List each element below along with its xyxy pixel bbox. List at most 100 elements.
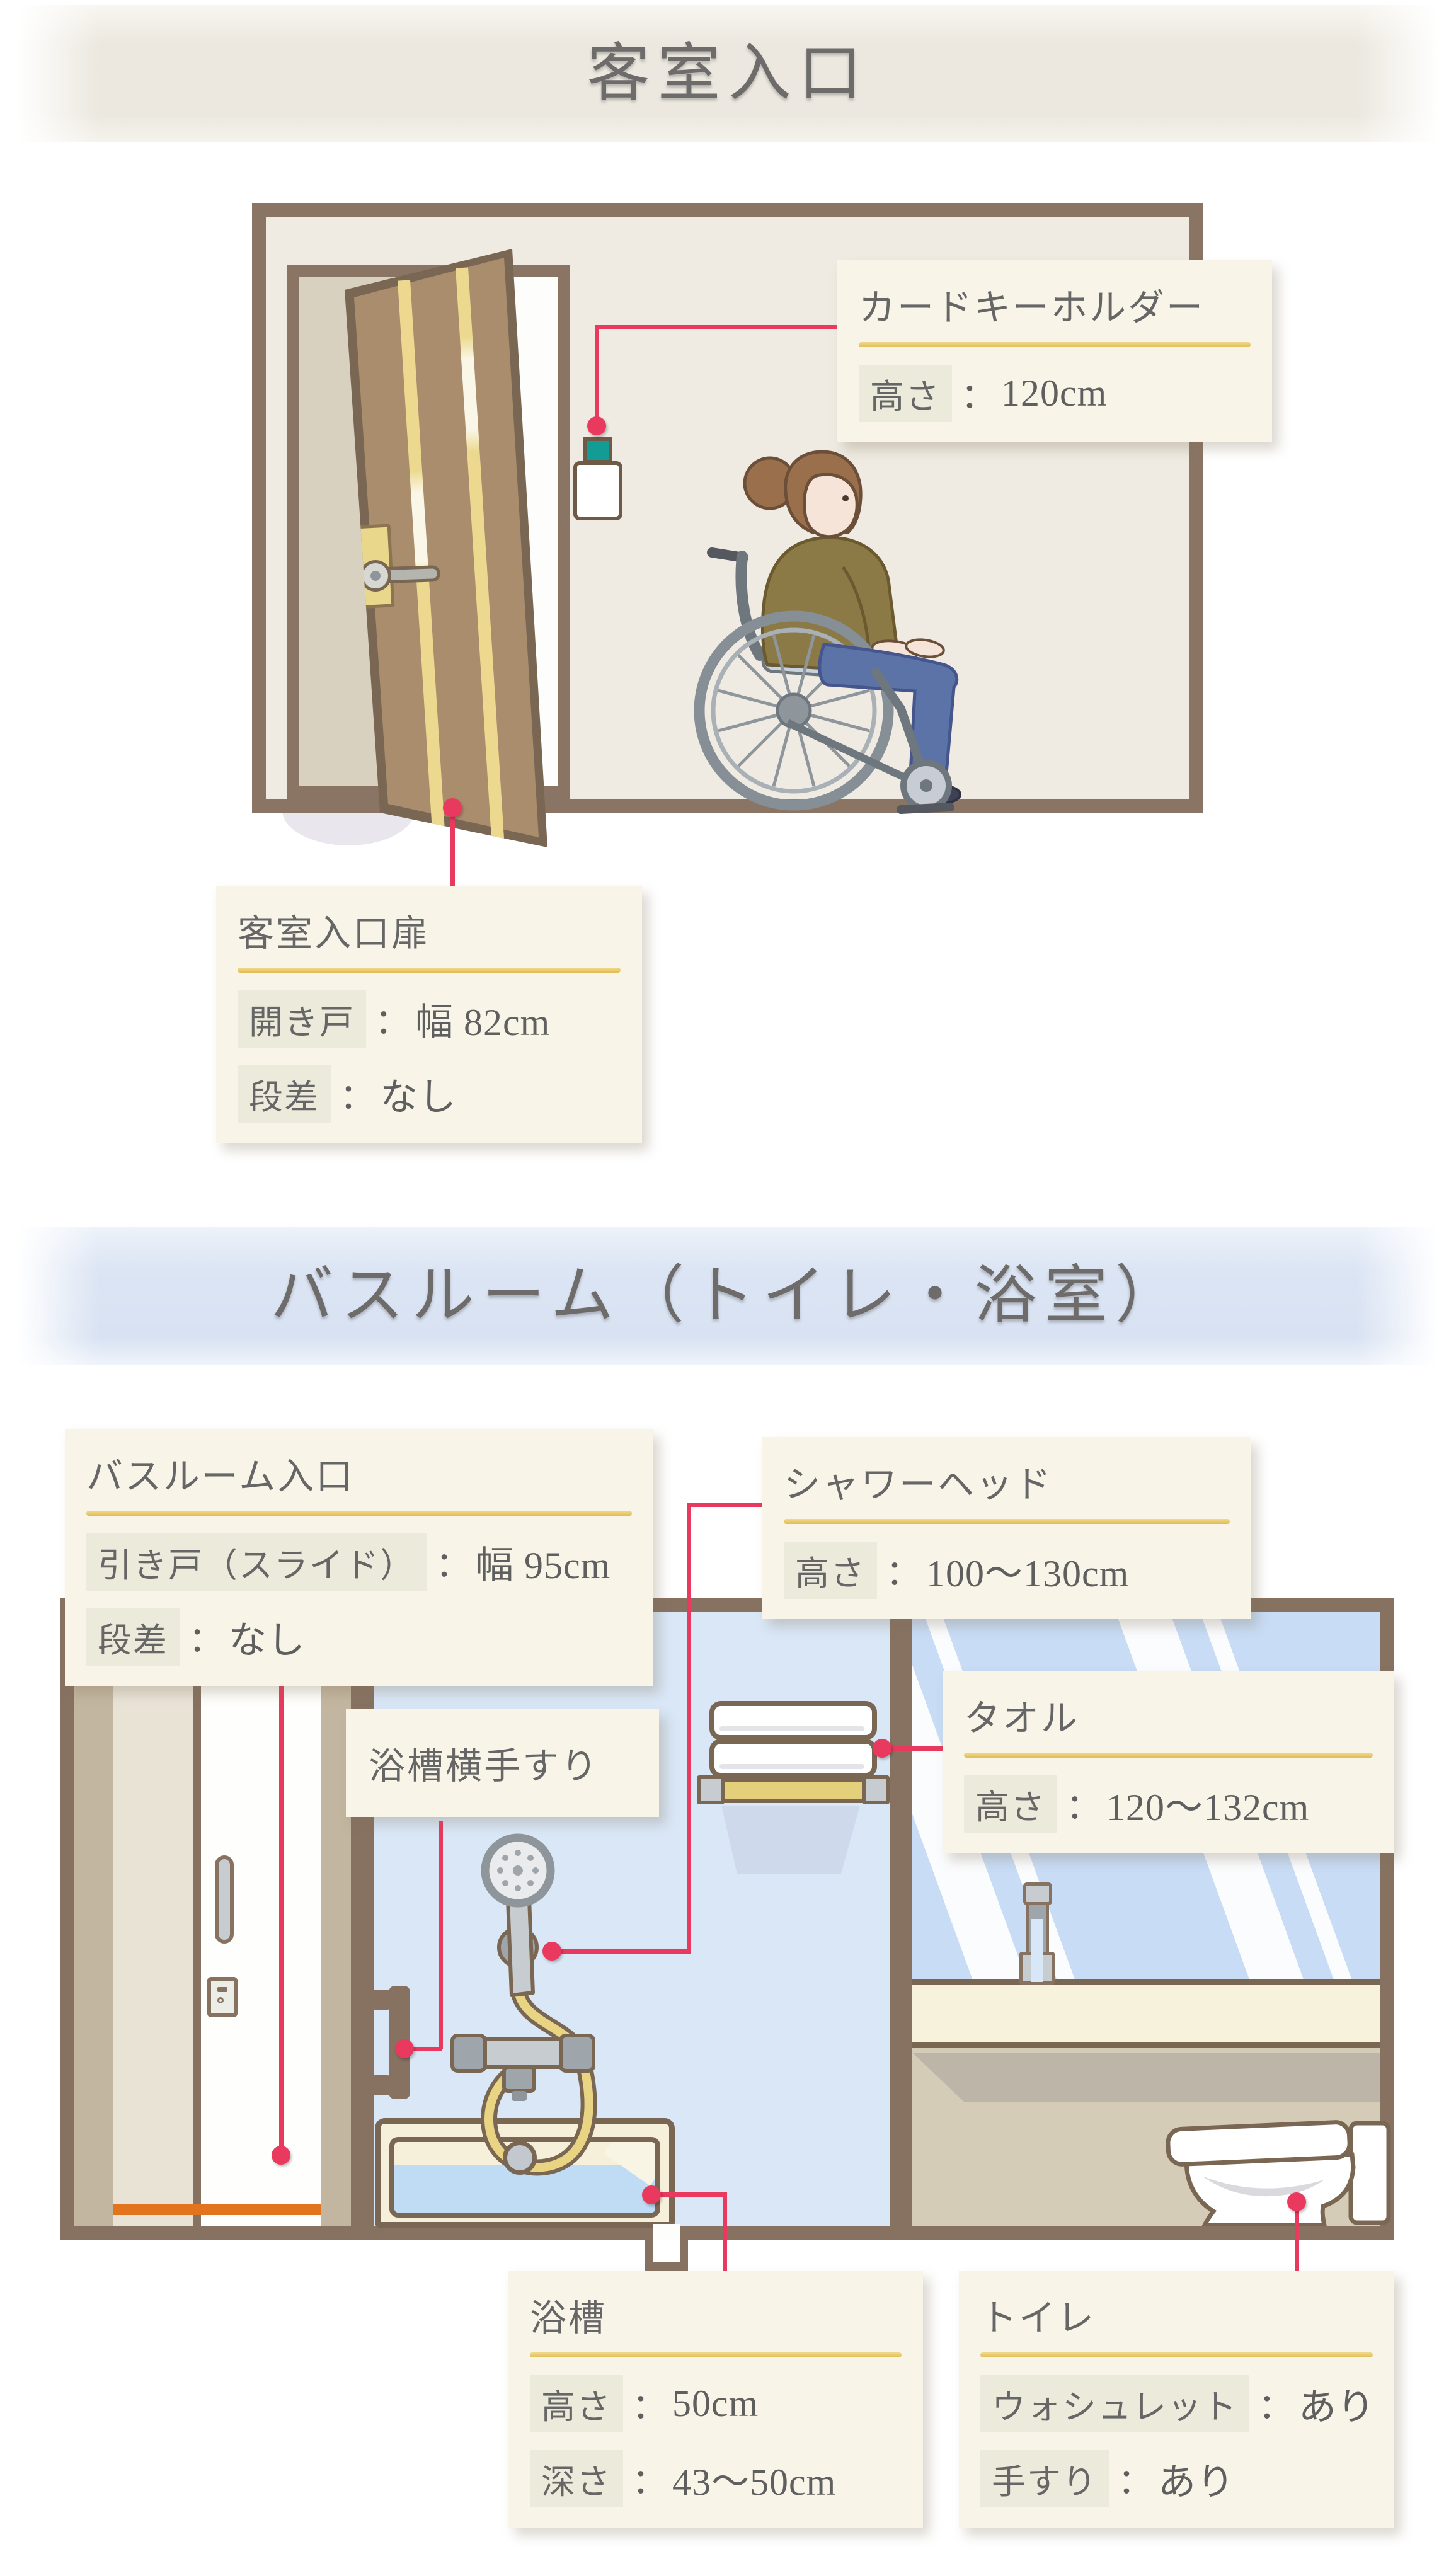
divider <box>859 342 1251 347</box>
leader-line <box>723 2192 727 2273</box>
leader-line <box>650 2192 727 2197</box>
divider <box>238 968 621 973</box>
shower-head-nozzles <box>497 1850 539 1891</box>
label-title: 浴槽横手すり <box>369 1746 600 1787</box>
section1-header-band: 客室入口 <box>18 5 1438 142</box>
leader-line <box>595 325 599 423</box>
leader-line <box>439 1821 443 2049</box>
faucet-head <box>1023 1882 1052 1905</box>
person-arm <box>841 566 871 656</box>
label-title: タオル <box>964 1698 1080 1739</box>
leader-line <box>881 1746 946 1751</box>
person-face <box>803 473 859 539</box>
colon: ： <box>1066 1788 1101 1827</box>
sink-counter <box>912 1985 1380 2048</box>
toilet-bowl-shadow <box>1202 2176 1324 2197</box>
spec-key: ウォシュレット <box>980 2375 1249 2432</box>
spec-value: 50cm <box>672 2383 759 2424</box>
wheelchair-lower-frame <box>786 719 919 787</box>
door-frame-line <box>193 1612 201 2226</box>
leader-line <box>450 806 455 888</box>
wall-column <box>351 1612 374 2226</box>
mixer-knob-right <box>559 2034 595 2073</box>
bathroom-wall-tan <box>321 1612 351 2226</box>
mixer-spout <box>512 2091 527 2101</box>
leader-dot <box>873 1739 891 1758</box>
label-box-shower-head: シャワーヘッド 高さ ： 100〜130cm <box>762 1437 1251 1619</box>
divider <box>530 2352 902 2357</box>
spec-key: 高さ <box>784 1542 877 1599</box>
label-box-card-key-holder: カードキーホルダー 高さ ： 120cm <box>837 260 1272 442</box>
label-title: 客室入口扉 <box>238 913 430 954</box>
shower-handle <box>506 1898 535 1997</box>
label-title: トイレ <box>980 2298 1096 2339</box>
mixer-valve <box>502 2065 536 2093</box>
leader-dot <box>587 416 606 435</box>
wheel-rim <box>711 627 877 794</box>
person-torso <box>760 536 898 674</box>
spec-value: 43〜50cm <box>672 2461 837 2503</box>
label-title: カードキーホルダー <box>859 287 1205 328</box>
colon: ： <box>435 1546 471 1585</box>
section2-title: バスルーム（トイレ・浴室） <box>270 1261 1186 1331</box>
counter-shadow <box>912 2053 1380 2102</box>
towel <box>709 1739 877 1778</box>
towel <box>709 1701 877 1740</box>
leader-dot <box>642 2185 661 2204</box>
colon: ： <box>632 2463 667 2502</box>
spec-value: 120〜132cm <box>1106 1787 1310 1828</box>
colon: ： <box>1258 2388 1293 2427</box>
toilet <box>1166 2120 1391 2226</box>
grab-bar-mount <box>372 1990 390 2010</box>
spec-row: 引き戸（スライド） ： 幅 95cm <box>86 1533 632 1591</box>
spec-row: 高さ ： 100〜130cm <box>784 1542 1230 1599</box>
section1-title: 客室入口 <box>587 38 869 108</box>
toilet-tank <box>1348 2121 1391 2225</box>
label-box-bathroom-entrance: バスルーム入口 引き戸（スライド） ： 幅 95cm 段差 ： なし <box>65 1429 653 1686</box>
mixer-knob-left <box>450 2034 487 2073</box>
spec-key: 開き戸 <box>238 990 366 1048</box>
leader-line <box>1295 2202 1299 2274</box>
leader-line <box>595 325 840 329</box>
wheelchair-user-illustration <box>694 450 961 814</box>
divider <box>784 1519 1230 1524</box>
label-title: シャワーヘッド <box>784 1464 1053 1505</box>
spec-value: なし <box>229 1620 306 1661</box>
leader-dot <box>542 1942 561 1961</box>
colon: ： <box>188 1621 224 1660</box>
leader-dot <box>272 2146 290 2165</box>
label-title: 浴槽 <box>530 2298 607 2339</box>
guest-room-door <box>337 243 554 857</box>
divider <box>86 1511 632 1516</box>
spec-row: 段差 ： なし <box>238 1065 621 1123</box>
spec-key: 高さ <box>964 1775 1057 1833</box>
spec-row: ウォシュレット ： あり <box>980 2375 1375 2432</box>
colon: ： <box>1118 2463 1153 2502</box>
leader-line <box>403 2047 442 2051</box>
divider <box>980 2352 1373 2357</box>
spec-value: 幅 82cm <box>415 1002 551 1043</box>
spec-value: あり <box>1298 2386 1375 2428</box>
label-box-towel: タオル 高さ ： 120〜132cm <box>943 1671 1394 1853</box>
wheel-tire <box>694 610 894 811</box>
wheelchair-front-frame <box>871 668 929 782</box>
card-key-holder <box>573 461 622 520</box>
spec-key: 手すり <box>980 2450 1109 2507</box>
spec-row: 手すり ： あり <box>980 2450 1373 2507</box>
grab-bar-mount <box>372 2075 390 2095</box>
bathroom-wall-tan <box>74 1612 113 2226</box>
door-outline <box>345 249 547 847</box>
shelf-bracket <box>862 1775 890 1804</box>
spec-key: 高さ <box>530 2375 623 2432</box>
spec-row: 高さ ： 50cm <box>530 2375 902 2432</box>
colon: ： <box>632 2388 667 2427</box>
spec-row: 開き戸 ： 幅 82cm <box>238 990 621 1048</box>
wheelchair-caster-hub <box>920 779 932 792</box>
leader-line <box>279 1679 284 2157</box>
spec-value: なし <box>380 1077 457 1118</box>
shelf-shadow <box>721 1806 860 1874</box>
spec-row: 段差 ： なし <box>86 1608 632 1666</box>
wheelchair-backrest <box>735 551 765 661</box>
towel-shelf-bar <box>697 1778 890 1803</box>
spec-row: 高さ ： 120〜132cm <box>964 1775 1373 1833</box>
